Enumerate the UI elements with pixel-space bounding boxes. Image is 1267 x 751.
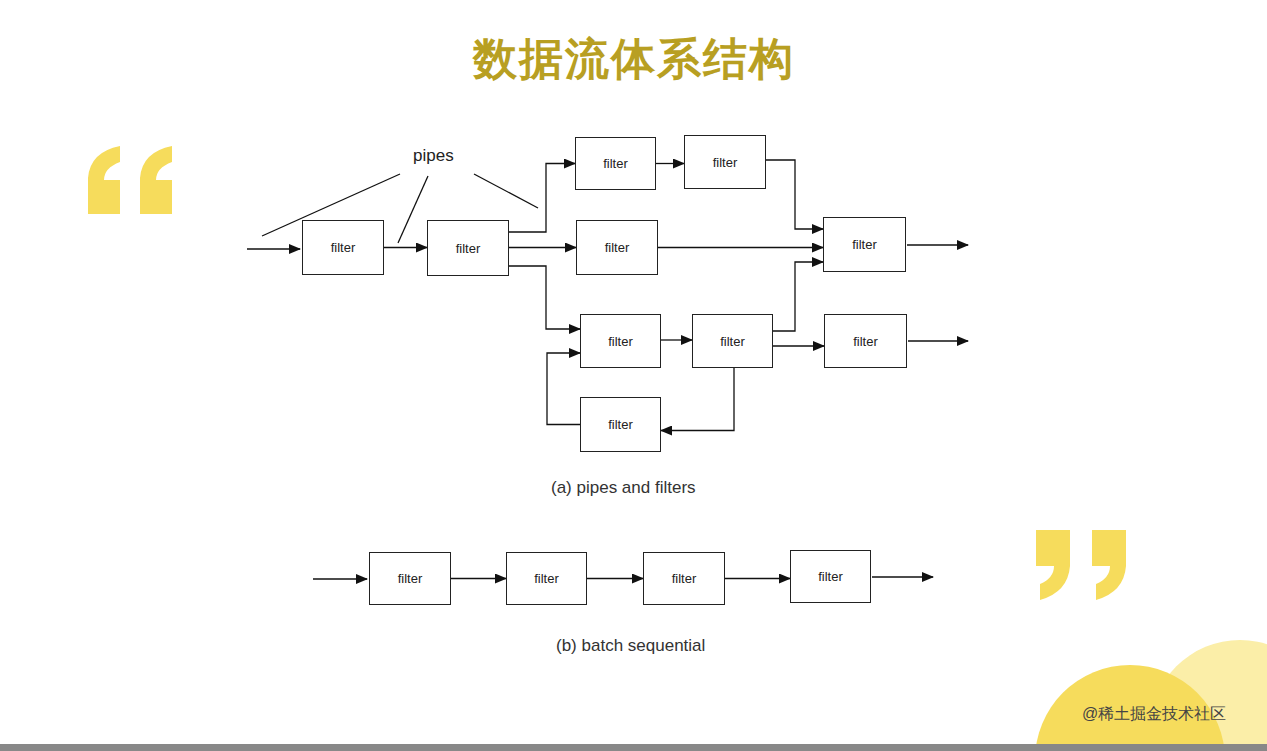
pipe-arrow bbox=[509, 266, 580, 329]
pipe-arrow bbox=[587, 578, 643, 579]
node-label: filter bbox=[852, 237, 877, 252]
pipe-arrow bbox=[509, 247, 576, 248]
pipe-arrow bbox=[451, 578, 506, 579]
pipe-arrow bbox=[661, 339, 692, 340]
pipe-arrow bbox=[547, 353, 580, 425]
filter-box: filter bbox=[580, 397, 661, 452]
pipe-arrow bbox=[661, 368, 734, 431]
pipe-arrow bbox=[509, 164, 575, 233]
leader-line bbox=[474, 174, 538, 208]
node-label: filter bbox=[605, 240, 630, 255]
node-label: filter bbox=[853, 334, 878, 349]
filter-box: filter bbox=[643, 552, 725, 605]
filter-box: filter bbox=[576, 220, 658, 275]
title: 数据流体系结构 bbox=[0, 30, 1267, 89]
pipe-arrow bbox=[656, 163, 684, 164]
bottom-bar bbox=[0, 744, 1267, 751]
filter-box: filter bbox=[580, 314, 661, 368]
filter-box: filter bbox=[790, 550, 871, 603]
output-arrow bbox=[908, 340, 968, 341]
node-label: filter bbox=[456, 241, 481, 256]
leader-line bbox=[398, 176, 428, 243]
pipes-label: pipes bbox=[413, 146, 454, 166]
filter-box: filter bbox=[302, 220, 384, 275]
node-label: filter bbox=[331, 240, 356, 255]
caption-b: (b) batch sequential bbox=[556, 636, 705, 656]
caption-a: (a) pipes and filters bbox=[551, 478, 696, 498]
input-arrow bbox=[247, 248, 300, 249]
pipe-arrow bbox=[725, 578, 790, 579]
close-quote bbox=[1036, 530, 1126, 600]
filter-box: filter bbox=[575, 137, 656, 190]
node-label: filter bbox=[720, 334, 745, 349]
node-label: filter bbox=[818, 569, 843, 584]
node-label: filter bbox=[398, 571, 423, 586]
filter-box: filter bbox=[692, 314, 773, 368]
pipe-arrow bbox=[773, 345, 824, 346]
input-arrow bbox=[313, 578, 367, 579]
filter-box: filter bbox=[824, 314, 907, 368]
node-label: filter bbox=[603, 156, 628, 171]
pipe-arrow bbox=[384, 247, 427, 248]
filter-box: filter bbox=[684, 135, 766, 189]
node-label: filter bbox=[672, 571, 697, 586]
pipe-arrow bbox=[658, 247, 823, 248]
watermark: @稀土掘金技术社区 bbox=[1082, 704, 1226, 725]
filter-box: filter bbox=[427, 220, 509, 276]
pipe-arrow bbox=[766, 160, 823, 229]
filter-box: filter bbox=[369, 552, 451, 605]
filter-box: filter bbox=[506, 552, 587, 605]
output-arrow bbox=[907, 244, 968, 245]
open-quote bbox=[88, 146, 172, 214]
node-label: filter bbox=[713, 155, 738, 170]
pipe-arrow bbox=[773, 262, 823, 331]
node-label: filter bbox=[608, 417, 633, 432]
node-label: filter bbox=[608, 334, 633, 349]
node-label: filter bbox=[534, 571, 559, 586]
filter-box: filter bbox=[823, 217, 906, 272]
output-arrow bbox=[872, 576, 933, 577]
